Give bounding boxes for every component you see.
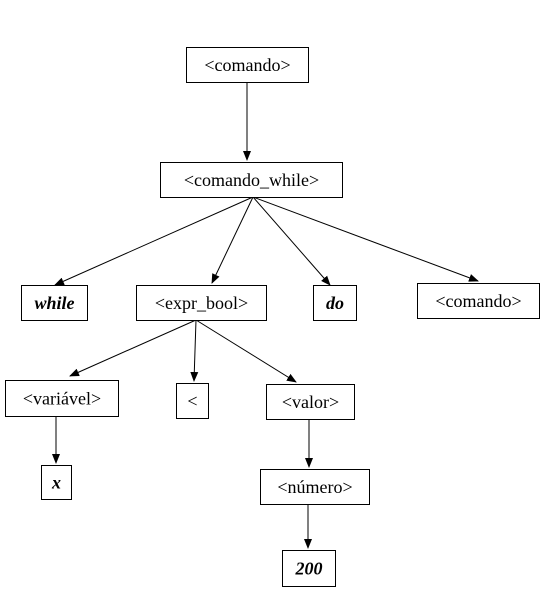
edge-comando-while-to-comando-child [252, 196, 479, 282]
edges-layer [52, 82, 479, 549]
node-comando-root: <comando> [186, 47, 309, 83]
node-label-do: do [326, 293, 344, 313]
node-box-valor [266, 384, 355, 420]
node-label-comando-child: <comando> [435, 291, 521, 311]
node-label-variavel: <variável> [23, 389, 101, 409]
node-expr-bool: <expr_bool> [136, 285, 267, 321]
edge-expr-bool-to-variavel [69, 319, 197, 377]
node-box-x [41, 465, 72, 500]
node-box-less-than [176, 383, 209, 419]
node-box-numero [260, 469, 370, 505]
node-box-do [313, 285, 357, 321]
node-label-comando-root: <comando> [204, 55, 290, 75]
node-box-expr-bool [136, 285, 267, 321]
node-label-comando-while: <comando_while> [184, 170, 319, 190]
node-do: do [313, 285, 357, 321]
node-box-while [21, 285, 88, 321]
node-label-numero: <número> [277, 477, 352, 497]
edge-comando-while-to-do [252, 196, 331, 286]
edge-expr-bool-to-valor [195, 319, 297, 383]
node-valor: <valor> [266, 384, 355, 420]
node-label-valor: <valor> [282, 392, 339, 412]
node-n200: 200 [282, 550, 336, 587]
edge-comando-while-to-while [54, 196, 254, 286]
node-variavel: <variável> [5, 380, 119, 417]
node-label-expr-bool: <expr_bool> [155, 293, 248, 313]
node-box-comando-while [160, 162, 343, 198]
node-less-than: < [176, 383, 209, 419]
node-comando-child: <comando> [417, 283, 540, 319]
node-numero: <número> [260, 469, 370, 505]
edge-expr-bool-to-less-than [190, 319, 199, 382]
node-box-comando-child [417, 283, 540, 319]
node-while: while [21, 285, 88, 321]
node-box-n200 [282, 550, 336, 587]
nodes-layer: <comando> <comando_while>while <expr_bool>… [5, 47, 540, 587]
node-x: x [41, 465, 72, 500]
node-label-x: x [51, 473, 61, 493]
edge-comando-while-to-expr-bool [211, 196, 254, 284]
node-label-less-than: < [187, 391, 197, 411]
node-comando-while: <comando_while> [160, 162, 343, 198]
node-box-comando-root [186, 47, 309, 83]
node-label-while: while [34, 293, 74, 313]
node-label-n200: 200 [295, 559, 323, 579]
node-box-variavel [5, 380, 119, 417]
